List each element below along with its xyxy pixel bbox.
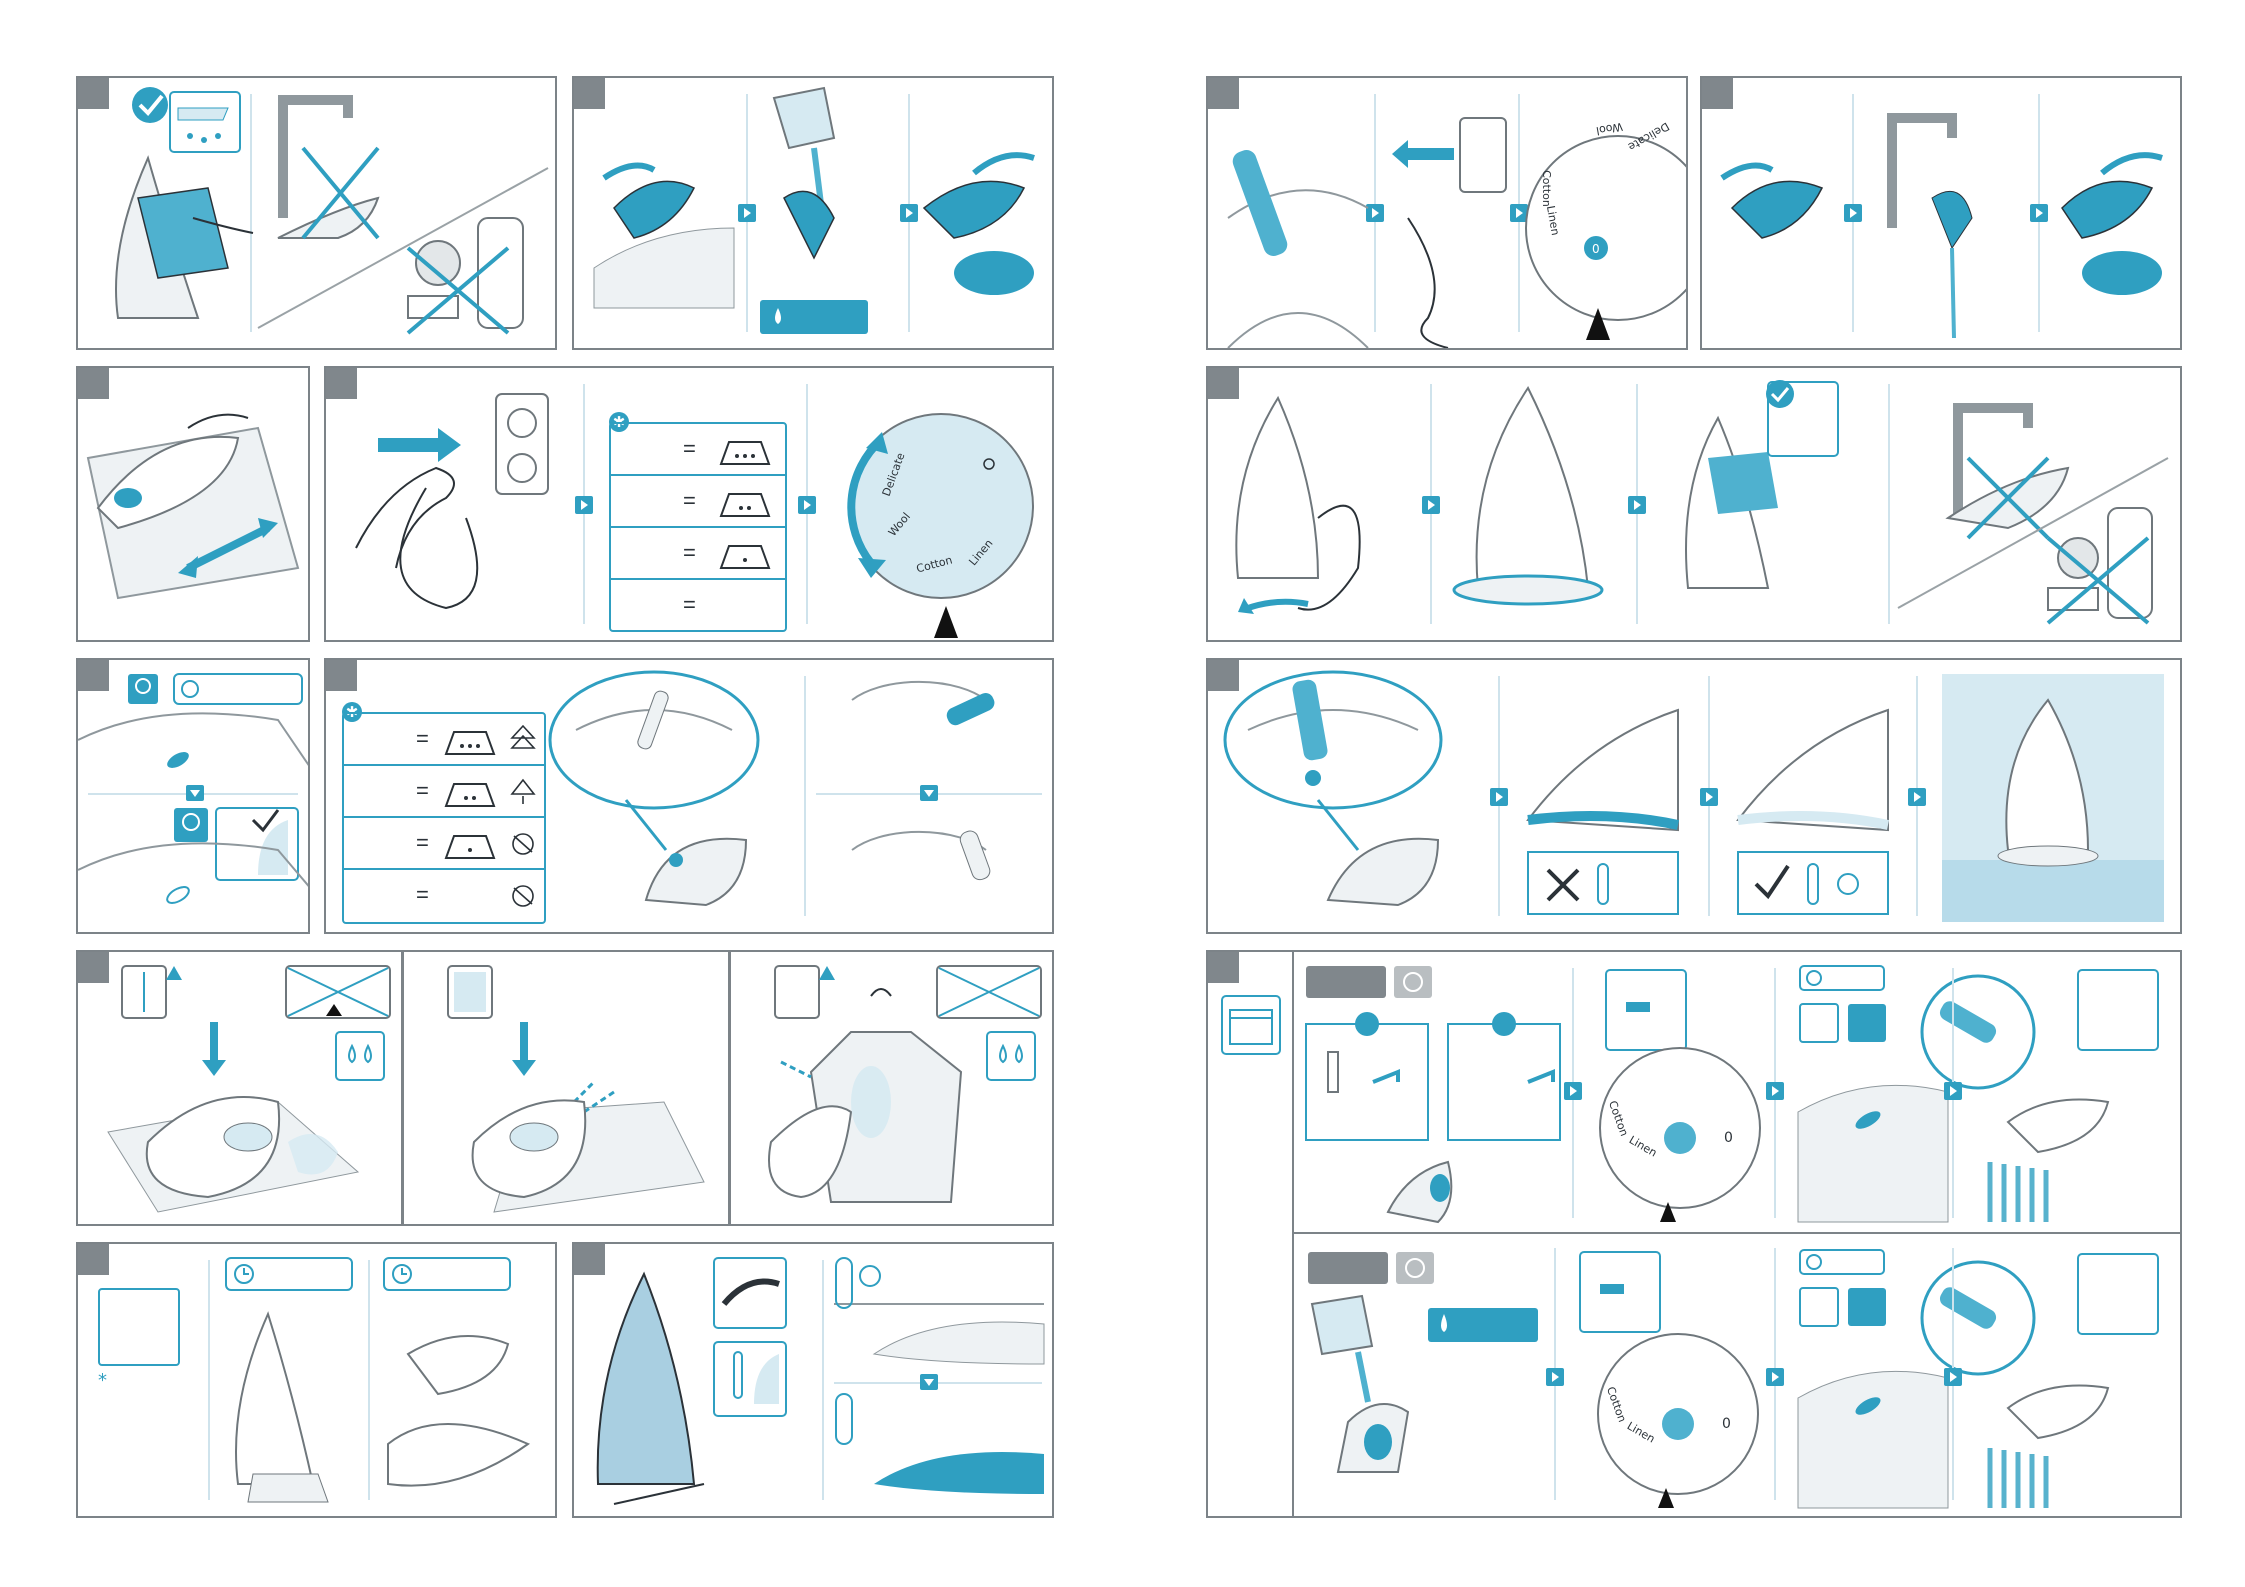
panel-drain-tank — [1700, 76, 2182, 350]
fill-illustration — [574, 78, 1054, 350]
dial-zero: 0 — [1722, 1416, 1731, 1432]
anti-drip-illustration — [1208, 660, 2182, 934]
panel-storage — [1206, 366, 2182, 642]
auto-off-illustration — [78, 1244, 557, 1518]
dial-zero: 0 — [1724, 1130, 1733, 1146]
panel-fill-water-tank — [572, 76, 1054, 350]
heat-row-3: = — [611, 528, 785, 580]
ironing-illustration — [78, 368, 310, 642]
panel-empty-tank: Delicate Wool Cotton Linen 0 — [1206, 76, 1688, 350]
iron-two-dots-icon — [715, 484, 775, 524]
panel-vertical-steam — [729, 950, 1054, 1226]
equals-sign: = — [683, 592, 696, 618]
next-step-arrow-icon — [1766, 1082, 1784, 1100]
drain-illustration — [1702, 78, 2182, 350]
panel-anti-drip — [1206, 658, 2182, 934]
next-step-arrow-icon — [1546, 1368, 1564, 1386]
descaling-illustration — [1208, 952, 2182, 1518]
heat-settings-table: = = = = — [609, 422, 787, 632]
panel-steam-settings: ✱ = = = = — [324, 658, 1054, 934]
indicator-illustration — [78, 660, 310, 934]
panel-steam-shot-flat — [76, 950, 403, 1226]
heat-row-1: = — [611, 424, 785, 476]
iron-one-dot-icon — [715, 536, 775, 576]
storage-illustration — [1208, 368, 2182, 642]
equals-sign: = — [683, 436, 696, 462]
dial-label-cotton: Cotton — [1540, 170, 1553, 207]
steam-control-illustration — [326, 660, 1054, 934]
next-step-arrow-icon — [1944, 1368, 1962, 1386]
next-step-arrow-icon — [1944, 1082, 1962, 1100]
panel-clean-before-use — [76, 76, 557, 350]
vertical-steam-illustration — [731, 952, 1054, 1226]
clean-illustration — [78, 78, 557, 350]
unplug-illustration — [1208, 78, 1688, 350]
next-step-arrow-icon — [1766, 1368, 1784, 1386]
next-step-arrow-icon — [1564, 1082, 1582, 1100]
panel-set-temperature: ✱ = = = = Delicate Wool Cotton Linen — [324, 366, 1054, 642]
iron-three-dots-icon — [715, 432, 775, 472]
cool-down-illustration — [574, 1244, 1054, 1518]
equals-sign: = — [683, 488, 696, 514]
panel-descaling: Cotton Linen 0 Cotton Linen 0 — [1206, 950, 2182, 1518]
panel-after-ironing — [572, 1242, 1054, 1518]
heat-row-2: = — [611, 476, 785, 528]
panel-auto-off: * — [76, 1242, 557, 1518]
heat-row-4: = — [611, 580, 785, 632]
spray-illustration — [404, 952, 730, 1226]
panel-steam-shot-spray — [402, 950, 730, 1226]
steam-shot-illustration — [78, 952, 403, 1226]
dial-zero: 0 — [1592, 242, 1600, 256]
panel-iron-fabric — [76, 366, 310, 642]
panel-heat-indicator — [76, 658, 310, 934]
equals-sign: = — [683, 540, 696, 566]
